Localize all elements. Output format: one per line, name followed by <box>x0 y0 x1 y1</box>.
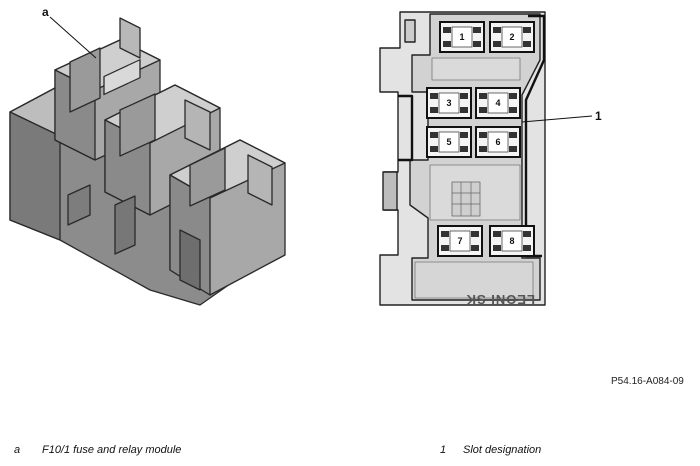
slot-5: 5 <box>426 126 472 158</box>
slot-number-6: 6 <box>495 137 500 147</box>
slot-number-1: 1 <box>459 32 464 42</box>
callout-1-leader <box>521 115 593 123</box>
legend-key-1: 1 <box>440 444 447 456</box>
callout-a-label: a <box>42 5 49 19</box>
callout-1-label: 1 <box>595 109 602 123</box>
legend-text-1: Slot designation <box>463 444 542 456</box>
figure-reference-code: P54.16-A084-09 <box>611 376 684 387</box>
slot-4: 4 <box>475 87 521 119</box>
slot-number-7: 7 <box>457 236 462 246</box>
slot-7: 7 <box>437 225 483 257</box>
legend-key-a: a <box>14 444 21 456</box>
slot-number-4: 4 <box>495 98 500 108</box>
slot-number-2: 2 <box>509 32 514 42</box>
slot-6: 6 <box>475 126 521 158</box>
slot-number-3: 3 <box>446 98 451 108</box>
module-top-view <box>379 11 546 306</box>
module-3d-illustration <box>9 17 286 306</box>
slot-2: 2 <box>489 21 535 53</box>
slot-1: 1 <box>439 21 485 53</box>
brand-mark: LEONI SK <box>466 292 535 307</box>
legend-text-a: F10/1 fuse and relay module <box>42 444 182 456</box>
slot-3: 3 <box>426 87 472 119</box>
slot-group: 1 2 3 4 5 6 7 8 <box>426 21 535 257</box>
slot-number-5: 5 <box>446 137 451 147</box>
slot-number-8: 8 <box>509 236 514 246</box>
slot-8: 8 <box>489 225 535 257</box>
callout-a-leader <box>49 16 97 59</box>
